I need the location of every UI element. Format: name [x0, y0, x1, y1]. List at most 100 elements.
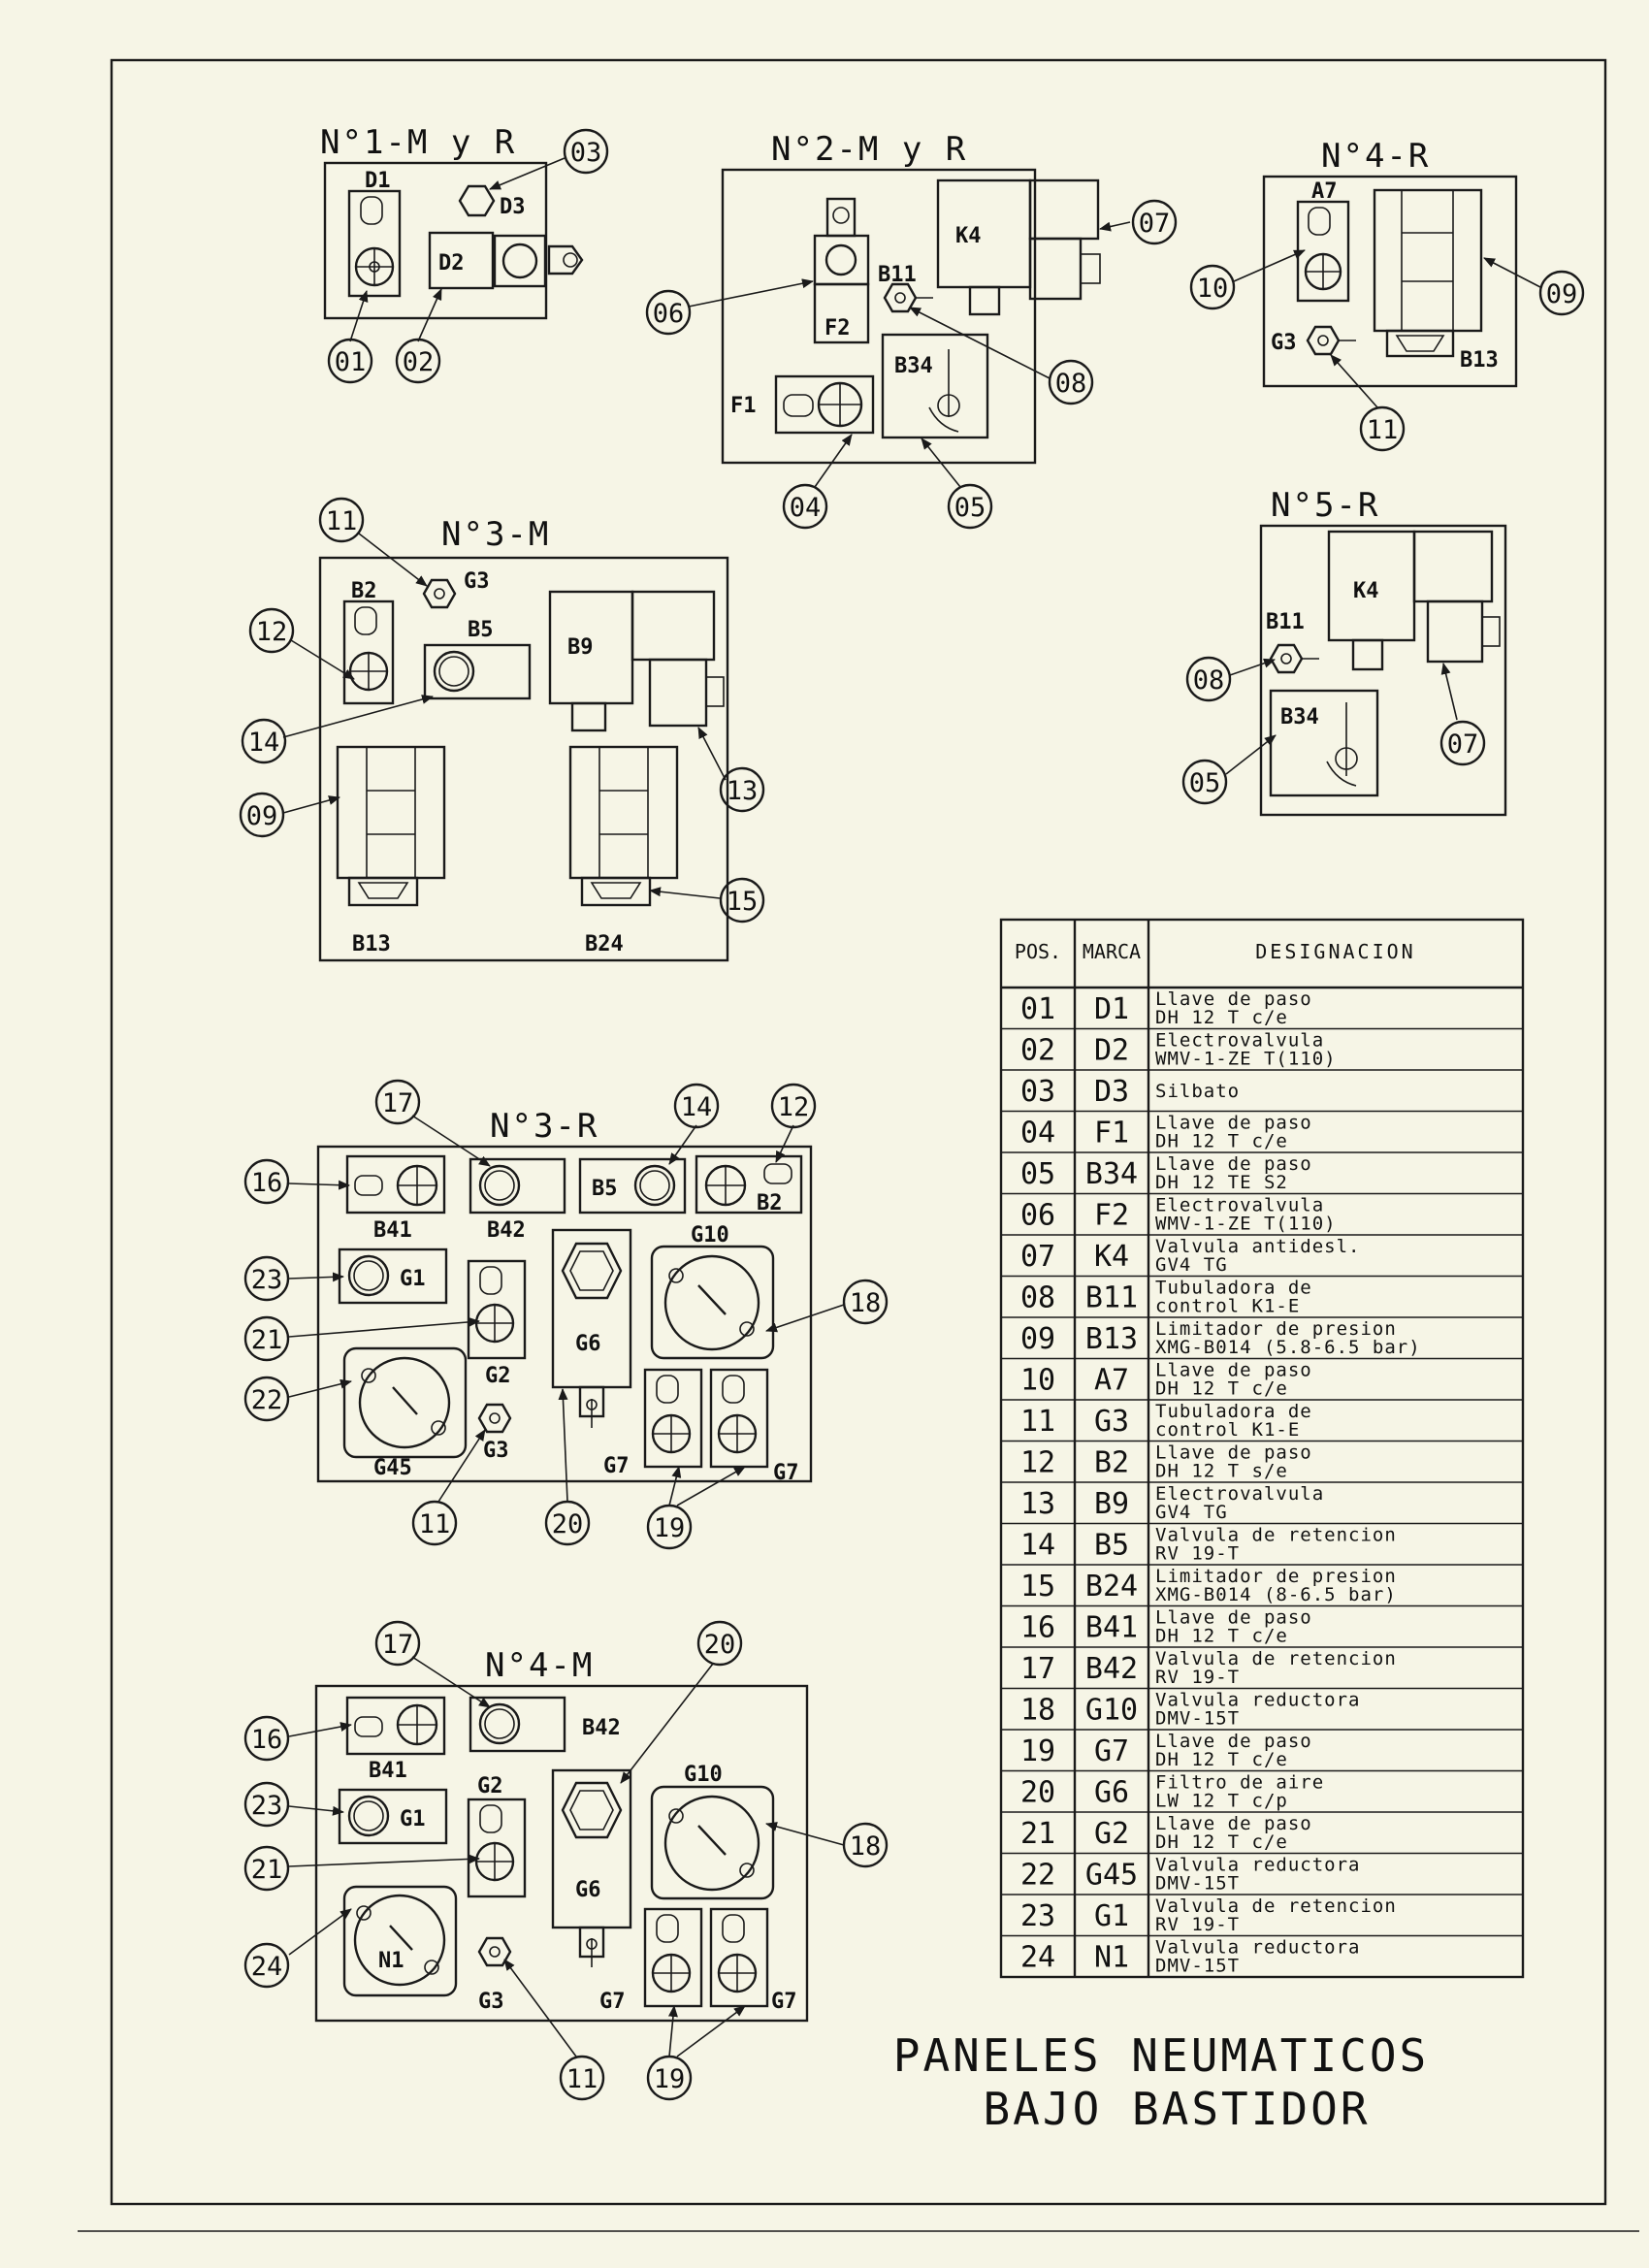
svg-text:18: 18 — [850, 1831, 882, 1862]
valve-a7 — [1296, 200, 1350, 303]
tube-g3 — [1306, 325, 1341, 356]
cell-designacion-line2: RV 19-T — [1155, 1543, 1240, 1565]
callout-07: 07 — [1439, 663, 1486, 766]
cell-designacion-line2: DH 12 T c/e — [1155, 1749, 1288, 1770]
svg-text:12: 12 — [778, 1092, 810, 1122]
label-b2: B2 — [757, 1191, 783, 1215]
tube-g3 — [477, 1936, 512, 1967]
callout-15: 15 — [649, 877, 765, 923]
cell-pos: 07 — [1020, 1240, 1055, 1274]
callout-13: 13 — [697, 727, 765, 813]
valve-b41 — [345, 1154, 446, 1215]
label-g2: G2 — [477, 1774, 503, 1798]
panel-n3m-plate — [318, 556, 729, 962]
cell-designacion-line1: Electrovalvula — [1155, 1483, 1324, 1505]
label-g7-right: G7 — [771, 1990, 797, 2014]
svg-text:03: 03 — [570, 138, 602, 168]
cell-designacion-line2: WMV-1-ZE T(110) — [1155, 1214, 1337, 1235]
svg-text:11: 11 — [566, 2064, 598, 2094]
cell-marca: D1 — [1094, 992, 1129, 1026]
svg-text:24: 24 — [251, 1952, 283, 1982]
svg-text:14: 14 — [248, 728, 280, 758]
callout-23: 23 — [243, 1255, 344, 1302]
cell-marca: B11 — [1085, 1281, 1138, 1315]
reducer-n1 — [342, 1885, 458, 1997]
cell-designacion-line2: RV 19-T — [1155, 1667, 1240, 1688]
callout-11: 11 — [1330, 354, 1406, 452]
label-b42: B42 — [487, 1218, 526, 1243]
cell-designacion-line2: DMV-15T — [1155, 1873, 1240, 1895]
svg-text:23: 23 — [251, 1791, 283, 1821]
valve-b34 — [881, 333, 989, 439]
label-b2: B2 — [351, 579, 377, 603]
cell-pos: 01 — [1020, 992, 1055, 1026]
cell-designacion-line1: Valvula de retencion — [1155, 1525, 1397, 1546]
panel-n2: N°2-M y R F2 K4 B11 B34 F1 — [645, 130, 1178, 530]
cell-marca: D2 — [1094, 1034, 1129, 1068]
label-g7-left: G7 — [603, 1454, 630, 1478]
callout-19: 19 — [646, 1466, 746, 1550]
check-valve-b5 — [423, 643, 532, 700]
callout-02: 02 — [395, 288, 442, 384]
callout-12: 12 — [248, 607, 355, 680]
label-f1: F1 — [730, 394, 757, 418]
svg-text:16: 16 — [251, 1168, 283, 1198]
cell-marca: K4 — [1094, 1240, 1129, 1274]
cell-marca: B34 — [1085, 1157, 1138, 1191]
cell-marca: B42 — [1085, 1652, 1138, 1686]
label-b9: B9 — [567, 635, 594, 660]
svg-text:06: 06 — [653, 299, 685, 329]
cell-designacion-line2: control K1-E — [1155, 1296, 1300, 1317]
cell-marca: G6 — [1094, 1776, 1129, 1810]
electrovalve-f2 — [813, 197, 870, 344]
callout-18: 18 — [765, 1279, 889, 1333]
callout-09: 09 — [1483, 257, 1585, 316]
callout-16: 16 — [243, 1715, 352, 1762]
label-g3: G3 — [464, 569, 490, 594]
cell-marca: B13 — [1085, 1322, 1138, 1356]
cell-designacion-line2: DH 12 T c/e — [1155, 1626, 1288, 1647]
cell-designacion-line2: LW 12 T c/p — [1155, 1791, 1288, 1812]
cell-designacion-line2: DH 12 T s/e — [1155, 1461, 1288, 1482]
cell-designacion-line1: Electrovalvula — [1155, 1030, 1324, 1052]
cell-marca: F2 — [1094, 1199, 1129, 1233]
cell-designacion-line2: DMV-15T — [1155, 1956, 1240, 1977]
svg-text:08: 08 — [1193, 665, 1225, 696]
cell-marca: D3 — [1094, 1075, 1129, 1109]
cell-designacion-line2: DH 12 T c/e — [1155, 1831, 1288, 1853]
panel-n5r-title: N°5-R — [1271, 486, 1379, 525]
label-g10: G10 — [691, 1223, 729, 1247]
panel-n5r: N°5-R K4 B11 B34 08 05 — [1181, 486, 1507, 817]
check-valve-b42 — [469, 1696, 566, 1753]
svg-text:19: 19 — [654, 1513, 686, 1543]
callout-03: 03 — [489, 128, 609, 190]
label-d1: D1 — [365, 169, 391, 193]
cell-designacion-line1: Llave de paso — [1155, 1153, 1312, 1175]
valve-g7-right — [709, 1368, 769, 1469]
cell-pos: 04 — [1020, 1117, 1055, 1150]
callout-06: 06 — [645, 278, 814, 336]
cell-designacion-line1: Tubuladora de — [1155, 1278, 1312, 1299]
panel-n1: N°1-M y R D1 D3 D2 03 01 — [320, 123, 609, 384]
reducer-g10 — [650, 1785, 775, 1900]
cell-pos: 10 — [1020, 1364, 1055, 1398]
label-g6: G6 — [575, 1332, 601, 1356]
cell-pos: 08 — [1020, 1281, 1055, 1315]
cell-marca: B41 — [1085, 1611, 1138, 1645]
cell-designacion-line1: Valvula reductora — [1155, 1937, 1360, 1959]
valve-b41 — [345, 1696, 446, 1756]
panel-n4m: N°4-M B41 B42 G1 G2 — [243, 1620, 889, 2101]
